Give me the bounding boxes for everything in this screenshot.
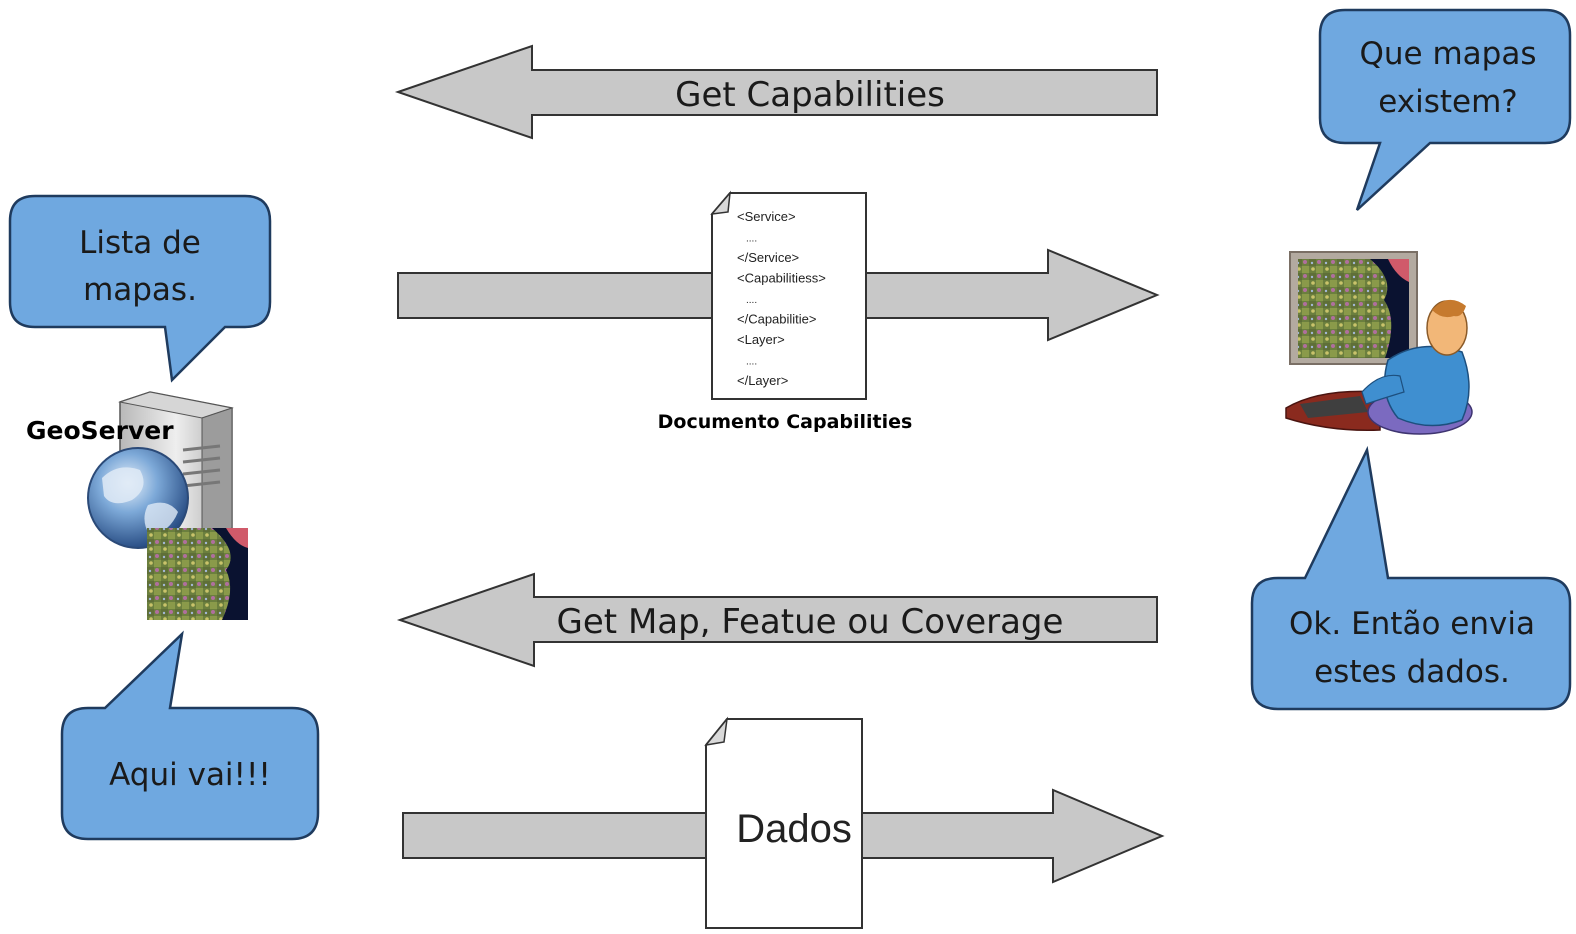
bubble-server-reply-line-1: Aqui vai!!! — [109, 757, 271, 793]
bubble-server-reply: Aqui vai!!! — [60, 630, 320, 841]
capabilities-document-line: .... — [746, 234, 757, 245]
geoserver-label: GeoServer — [26, 416, 174, 445]
bubble-server-list: Lista de mapas. — [8, 194, 272, 383]
map-thumbnail-icon — [147, 528, 248, 620]
arrow-get-map: Get Map, Featue ou Coverage — [396, 572, 1158, 668]
arrow-get-map-label: Get Map, Featue ou Coverage — [557, 602, 1064, 642]
arrow-get-capabilities-label: Get Capabilities — [675, 75, 945, 115]
data-document: Dados — [704, 716, 863, 929]
capabilities-document-caption: Documento Capabilities — [658, 411, 913, 433]
bubble-client-request-line-1: Ok. Então envia — [1289, 606, 1535, 642]
capabilities-document-line: </Capabilitie> — [737, 312, 817, 327]
capabilities-document-line: <Capabilitiess> — [737, 271, 826, 286]
user-at-computer-icon — [1285, 251, 1473, 435]
bubble-client-request-line-2: estes dados. — [1314, 654, 1510, 690]
capabilities-document-line: <Service> — [737, 209, 796, 224]
capabilities-document-lines: <Service>.... </Service> <Capabilitiess>..… — [737, 209, 826, 388]
arrow-get-capabilities: Get Capabilities — [394, 44, 1158, 140]
globe-icon — [87, 447, 189, 549]
data-document-label: Dados — [736, 807, 852, 851]
bubble-client-request: Ok. Então envia estes dados. — [1250, 445, 1572, 711]
bubble-client-question: Que mapas existem? — [1318, 8, 1572, 211]
capabilities-document-line: </Service> — [737, 250, 799, 265]
capabilities-document-line: .... — [746, 357, 757, 368]
bubble-server-list-line-1: Lista de — [79, 225, 201, 261]
capabilities-document-line: .... — [746, 295, 757, 306]
bubble-client-question-line-2: existem? — [1378, 84, 1518, 120]
bubble-server-list-line-2: mapas. — [83, 272, 197, 308]
capabilities-document-line: </Layer> — [737, 373, 788, 388]
capabilities-document: <Service>.... </Service> <Capabilitiess>..… — [658, 190, 913, 433]
capabilities-document-line: <Layer> — [737, 332, 785, 347]
bubble-client-question-line-1: Que mapas — [1360, 36, 1537, 72]
